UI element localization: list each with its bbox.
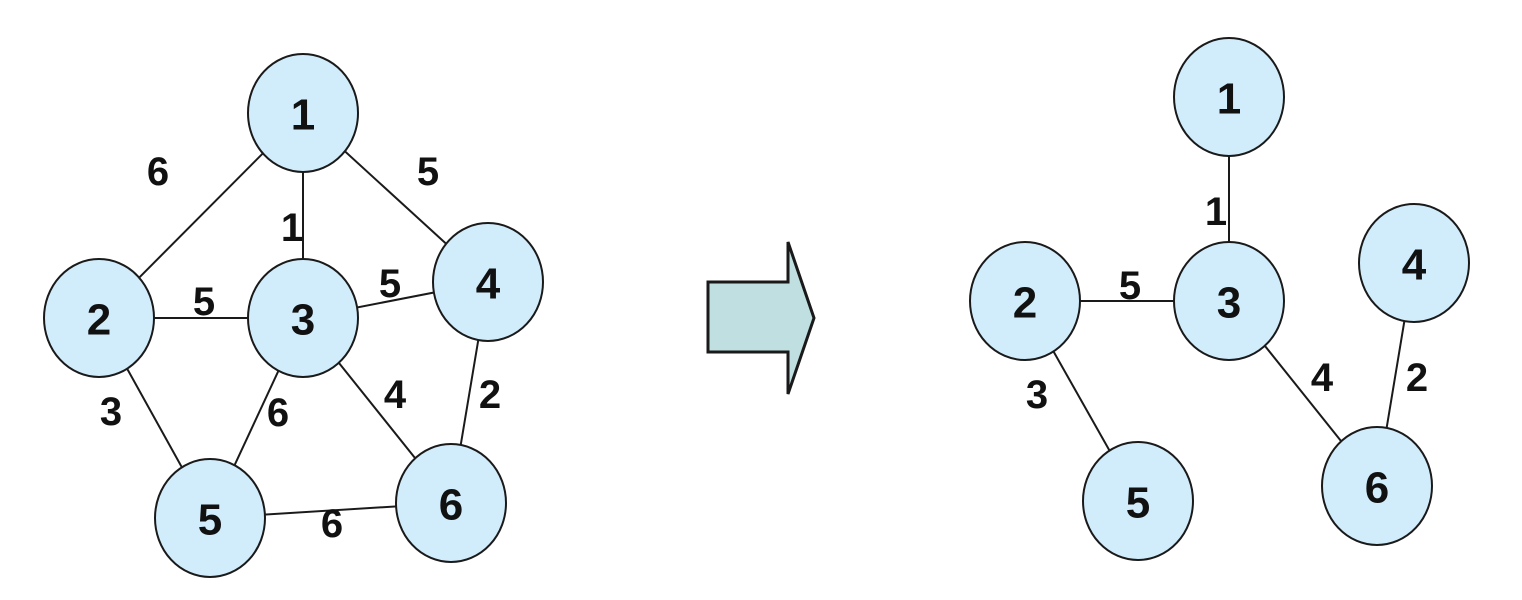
edge-weight-2-3: 5 — [193, 280, 215, 324]
edge-weight-3-6: 4 — [384, 373, 407, 417]
node-label: 2 — [1013, 279, 1037, 328]
node-circle — [154, 458, 266, 578]
node-2: 2 — [43, 258, 155, 378]
node-circle — [247, 258, 359, 378]
node-label: 1 — [291, 91, 315, 140]
node-2: 2 — [969, 241, 1081, 361]
edge-weight-3-6: 4 — [1311, 356, 1334, 400]
node-circle — [1082, 441, 1194, 561]
edge-weight-1-3: 1 — [281, 206, 303, 250]
weight-label-layer: 6 1 5 5 5 3 6 4 2 6 — [100, 150, 501, 546]
node-circle — [247, 53, 359, 173]
edge-weight-3-5: 6 — [267, 391, 289, 435]
spanning-tree-graph: 1 2 3 4 5 6 1 5 3 4 2 — [969, 37, 1470, 561]
node-6: 6 — [1321, 426, 1433, 546]
edge-weight-3-4: 5 — [379, 262, 401, 306]
edge-weight-2-3: 5 — [1119, 264, 1141, 308]
edge-weight-1-2: 6 — [147, 150, 169, 194]
node-4: 4 — [432, 222, 544, 342]
edge-weight-1-3: 1 — [1205, 190, 1227, 234]
edge-weight-4-6: 2 — [1406, 356, 1428, 400]
node-circle — [1321, 426, 1433, 546]
node-5: 5 — [154, 458, 266, 578]
node-label: 6 — [439, 481, 463, 530]
node-1: 1 — [247, 53, 359, 173]
node-label: 4 — [1402, 241, 1427, 290]
node-3: 3 — [247, 258, 359, 378]
node-label: 2 — [87, 296, 111, 345]
edge-weight-5-6: 6 — [321, 502, 343, 546]
node-label: 6 — [1365, 464, 1389, 513]
node-circle — [395, 443, 507, 563]
node-3: 3 — [1173, 241, 1285, 361]
node-label: 5 — [1126, 479, 1150, 528]
edge-weight-4-6: 2 — [479, 373, 501, 417]
node-layer: 1 2 3 4 5 6 — [969, 37, 1470, 561]
node-label: 1 — [1217, 75, 1241, 124]
original-graph: 1 2 3 4 5 6 6 1 5 5 5 3 6 4 2 6 — [43, 53, 544, 578]
edge-weight-1-4: 5 — [417, 150, 439, 194]
node-circle — [969, 241, 1081, 361]
node-circle — [1173, 241, 1285, 361]
node-1: 1 — [1173, 37, 1285, 157]
edge-weight-2-5: 3 — [100, 390, 122, 434]
node-5: 5 — [1082, 441, 1194, 561]
edge-weight-2-5: 3 — [1026, 373, 1048, 417]
node-4: 4 — [1358, 203, 1470, 323]
node-label: 4 — [476, 260, 501, 309]
node-circle — [43, 258, 155, 378]
node-layer: 1 2 3 4 5 6 — [43, 53, 544, 578]
node-circle — [1173, 37, 1285, 157]
transform-arrow-icon — [706, 241, 816, 395]
node-label: 3 — [1217, 279, 1241, 328]
weight-label-layer: 1 5 3 4 2 — [1026, 190, 1428, 417]
node-circle — [1358, 203, 1470, 323]
node-circle — [432, 222, 544, 342]
node-label: 5 — [198, 496, 222, 545]
node-6: 6 — [395, 443, 507, 563]
node-label: 3 — [291, 296, 315, 345]
